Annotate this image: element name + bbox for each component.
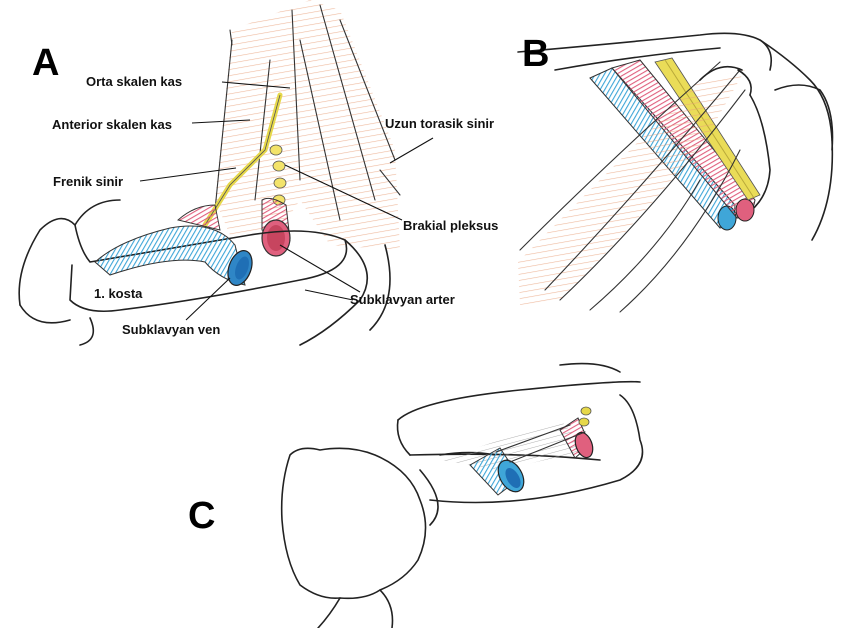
leader-uzun-torasik [390, 138, 433, 163]
leader-subklavyan-arter-2 [305, 290, 353, 300]
panel-b-drawing [512, 0, 848, 316]
leader-subklavyan-arter-1 [280, 245, 360, 292]
label-frenik: Frenik sinir [53, 174, 123, 189]
panel-a-drawing [19, 0, 400, 345]
panel-c-drawing [282, 364, 643, 628]
label-subklavyan-ven: Subklavyan ven [122, 322, 220, 337]
label-uzun-torasik: Uzun torasik sinir [385, 116, 494, 131]
label-subklavyan-arter: Subklavyan arter [350, 292, 455, 307]
label-orta-skalen: Orta skalen kas [86, 74, 182, 89]
scalene-muscle-shape [215, 0, 400, 250]
label-kosta: 1. kosta [94, 286, 143, 301]
subclavian-vein-a [95, 226, 245, 285]
label-anterior-skalen: Anterior skalen kas [52, 117, 172, 132]
panel-c-letter: C [188, 495, 215, 537]
label-brakial: Brakial pleksus [403, 218, 498, 233]
panel-b-letter: B [522, 33, 549, 75]
panel-a-letter: A [32, 42, 59, 84]
